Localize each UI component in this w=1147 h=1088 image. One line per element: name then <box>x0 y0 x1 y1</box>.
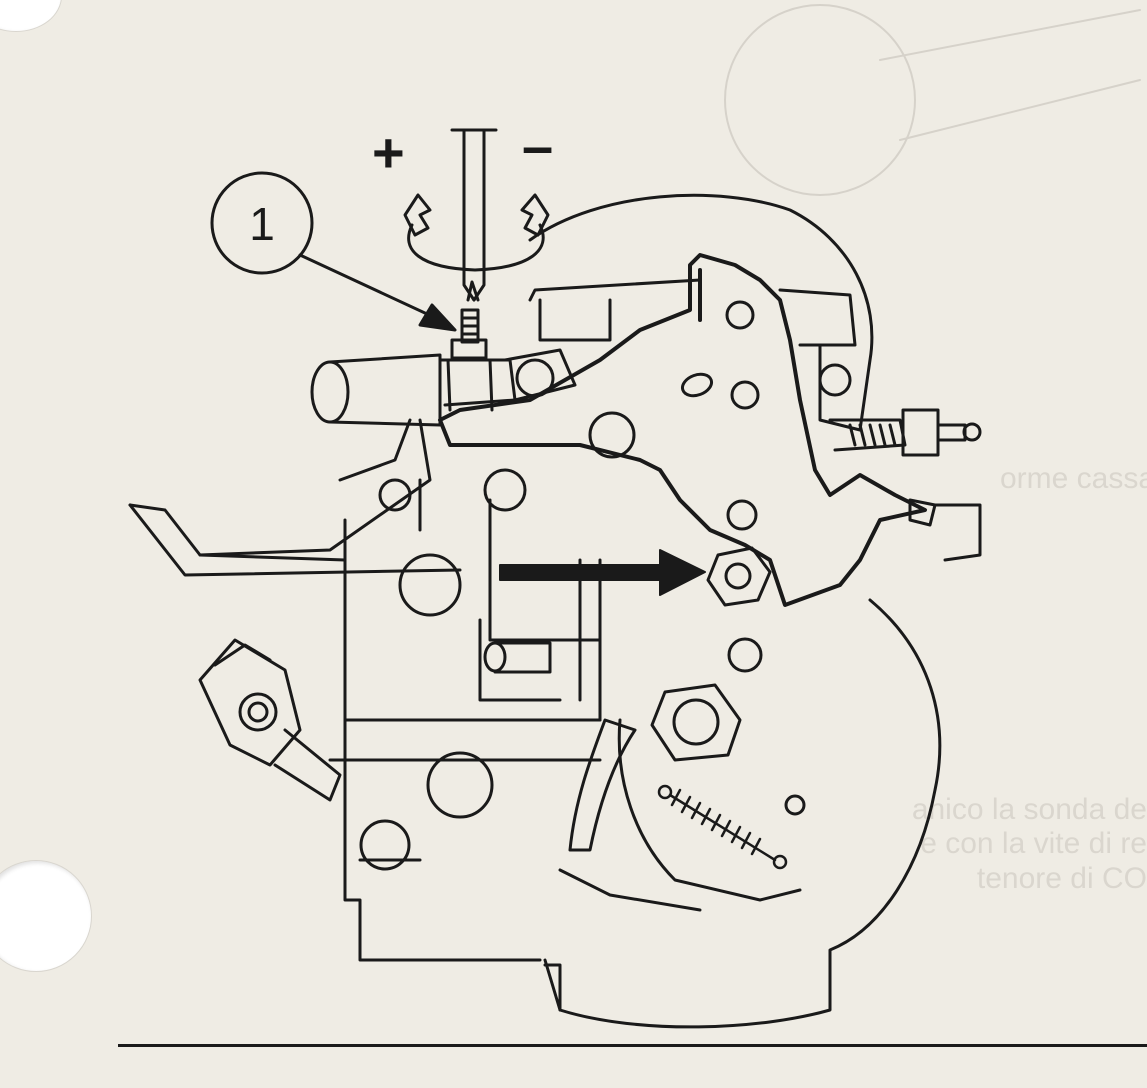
bleed-through-text-2: anico la sonda de <box>911 793 1147 826</box>
rotation-arrows-icon <box>403 193 550 272</box>
idle-mixture-screw <box>446 280 494 412</box>
return-spring <box>657 784 788 870</box>
lever-holes <box>588 300 763 673</box>
slot-lever <box>558 718 802 912</box>
screwdriver-icon <box>450 128 498 302</box>
minus-sign: – <box>522 114 553 177</box>
leader-arrow-icon <box>298 253 442 322</box>
bleed-through-text-3: e con la vite di re <box>920 827 1147 860</box>
throttle-stop-screw <box>828 408 982 562</box>
callout-1: 1 <box>210 171 457 332</box>
fuel-inlet-pipe <box>310 348 577 427</box>
carburetor-body <box>328 193 942 1029</box>
bold-right-arrow-icon <box>499 549 706 596</box>
pivot-pin <box>483 641 552 674</box>
solenoid-valve <box>198 638 342 802</box>
hex-nut <box>706 546 772 607</box>
page-divider-rule <box>118 1044 1147 1047</box>
lower-bosses <box>359 751 806 871</box>
plus-sign: + <box>372 121 405 184</box>
bleed-through-drawing <box>724 4 1141 196</box>
choke-lever <box>438 253 927 607</box>
callout-number: 1 <box>249 198 275 250</box>
binder-hole-bottom <box>0 860 92 972</box>
left-flange <box>128 418 527 617</box>
top-cover <box>528 278 862 432</box>
bleed-through-text-4: tenore di CO <box>976 862 1147 895</box>
large-hex-nut <box>650 683 742 762</box>
bleed-through-text-1: orme cassa <box>1000 462 1147 495</box>
